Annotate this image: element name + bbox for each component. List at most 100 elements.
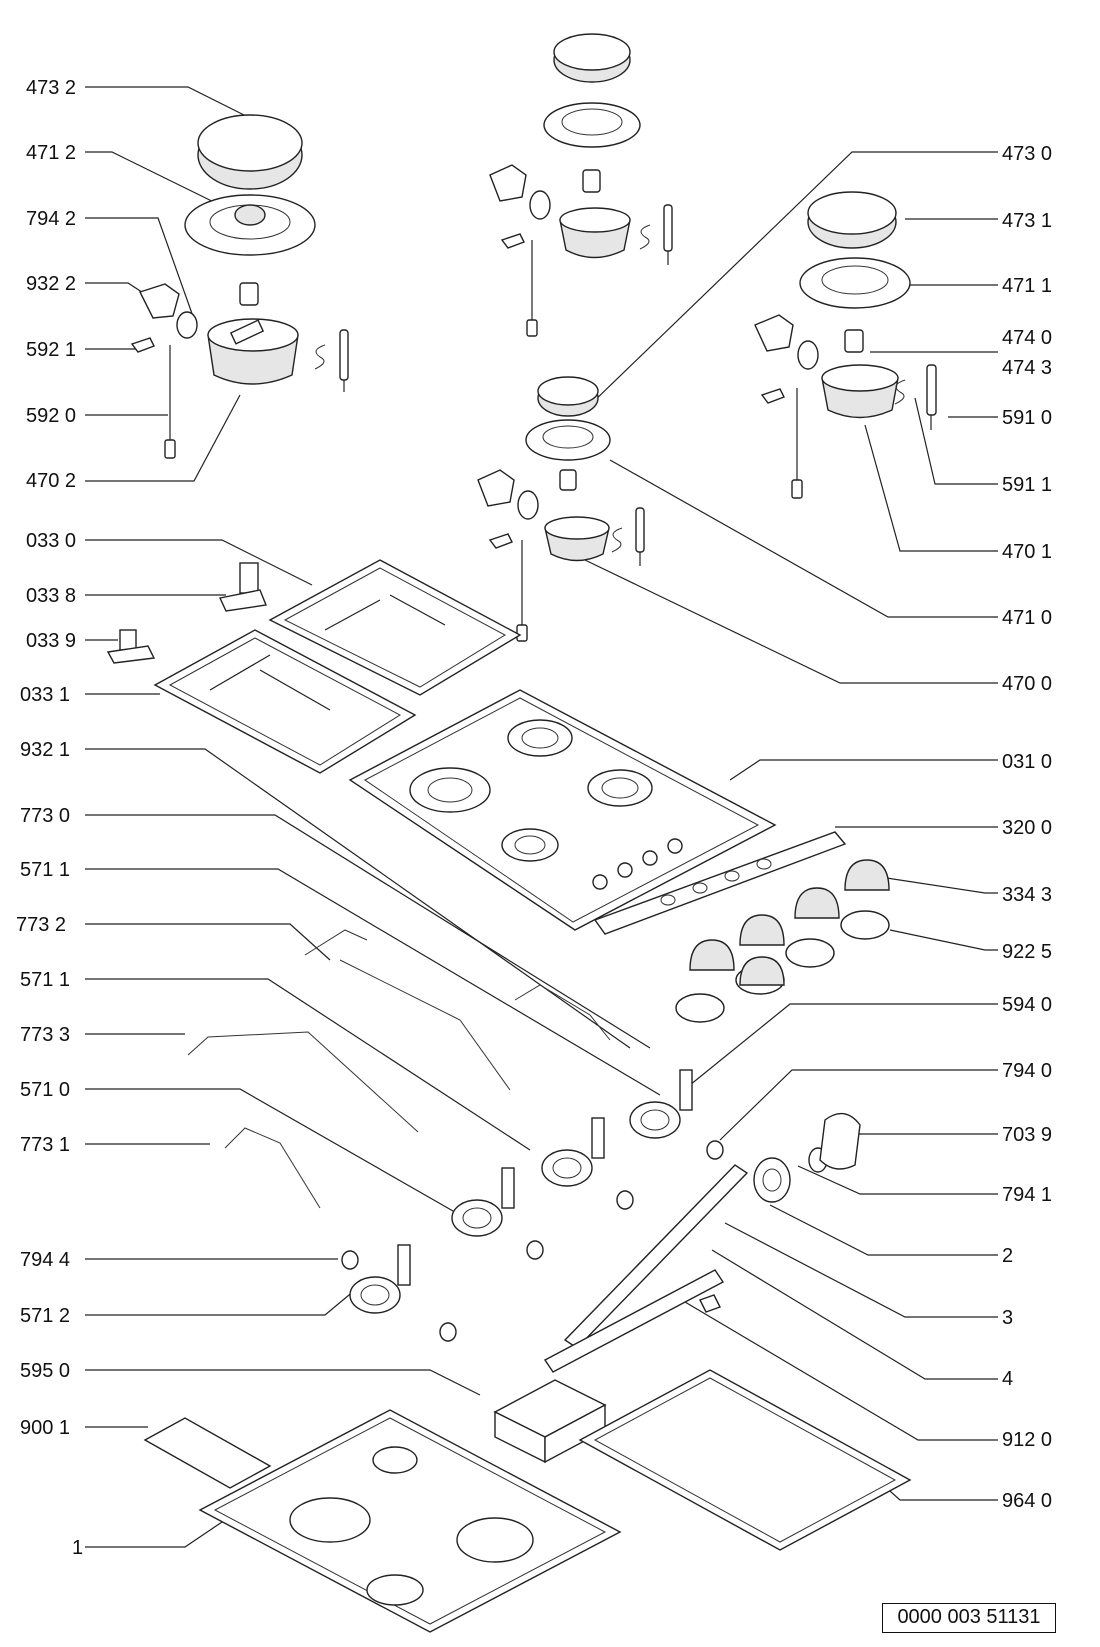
leader-922-5: [889, 929, 998, 951]
ignition-module: [493, 1379, 607, 1464]
seal-ring-left: [176, 311, 198, 339]
leader-571-0: [85, 1088, 461, 1216]
label-471-0: 471 0: [1002, 607, 1052, 629]
label-964-0: 964 0: [1002, 1490, 1052, 1512]
leader-471-2: [85, 151, 231, 211]
leader-3: [724, 1222, 998, 1318]
label-594-0: 594 0: [1002, 994, 1052, 1016]
label-470-1: 470 1: [1002, 541, 1052, 563]
label-592-1: 592 1: [26, 339, 76, 361]
label-473-1: 473 1: [1002, 210, 1052, 232]
label-1: 1: [72, 1537, 83, 1559]
injector-left: [239, 282, 259, 306]
label-031-0: 031 0: [1002, 751, 1052, 773]
label-473-2: 473 2: [26, 77, 76, 99]
leader-773-2: [85, 923, 331, 961]
control-panel: [593, 831, 890, 1023]
leader-473-0: [589, 151, 998, 406]
label-320-0: 320 0: [1002, 817, 1052, 839]
label-033-0: 033 0: [26, 530, 76, 552]
document-number: 0000 003 51131: [882, 1603, 1056, 1633]
burner-cap-large-top: [197, 114, 303, 172]
elbow-fitting: [819, 1112, 861, 1170]
label-334-3: 334 3: [1002, 884, 1052, 906]
label-571-1-b: 571 1: [20, 969, 70, 991]
leader-594-0: [689, 1003, 998, 1086]
leader-912-0: [684, 1301, 998, 1441]
electrode-left: [339, 329, 349, 381]
pan-supports: [106, 559, 522, 774]
leader-794-2: [85, 217, 196, 323]
leader-773-0: [85, 814, 651, 1049]
label-773-1: 773 1: [20, 1134, 70, 1156]
control-strip: [593, 831, 847, 935]
burner-center: [477, 376, 645, 642]
leader-470-0: [584, 559, 998, 684]
hob-top: [348, 689, 777, 931]
label-471-2: 471 2: [26, 142, 76, 164]
gas-rail: [543, 1112, 861, 1373]
label-794-2: 794 2: [26, 208, 76, 230]
label-595-0: 595 0: [20, 1360, 70, 1382]
label-471-1: 471 1: [1002, 275, 1052, 297]
label-470-2: 470 2: [26, 470, 76, 492]
leader-1: [85, 1519, 226, 1548]
left-labels: 473 2 471 2 794 2 932 2 592 1 592 0 470 …: [16, 77, 83, 1559]
label-033-8: 033 8: [26, 585, 76, 607]
burner-right: [754, 191, 937, 499]
label-703-9: 703 9: [1002, 1124, 1052, 1146]
label-773-0: 773 0: [20, 805, 70, 827]
base: [143, 1369, 912, 1633]
label-474-3: 474 3: [1002, 357, 1052, 379]
label-922-5: 922 5: [1002, 941, 1052, 963]
leader-571-1-b: [85, 978, 531, 1151]
gas-tap-1: [349, 1276, 401, 1314]
label-2: 2: [1002, 1245, 1013, 1267]
support-bracket: [543, 1269, 725, 1373]
leader-2: [769, 1204, 998, 1256]
label-591-1: 591 1: [1002, 474, 1052, 496]
label-571-2: 571 2: [20, 1305, 70, 1327]
leader-571-2: [85, 1289, 356, 1316]
label-033-9: 033 9: [26, 630, 76, 652]
leader-932-2: [85, 282, 149, 297]
label-473-0: 473 0: [1002, 143, 1052, 165]
leader-591-1: [914, 397, 998, 485]
nut-fitting: [753, 1157, 791, 1203]
label-900-1: 900 1: [20, 1417, 70, 1439]
clip-left: [139, 283, 180, 319]
right-labels: 473 0 473 1 471 1 474 0 474 3 591 0 591 …: [1002, 143, 1052, 1512]
leader-033-0: [85, 539, 313, 586]
gas-rail-pipe: [563, 1164, 749, 1349]
label-932-1: 932 1: [20, 739, 70, 761]
label-3: 3: [1002, 1307, 1013, 1329]
burner-left: [130, 114, 349, 459]
hob-plate: [348, 689, 777, 931]
label-4: 4: [1002, 1368, 1013, 1390]
pan-support-front: [153, 629, 417, 774]
leader-470-2: [85, 394, 241, 482]
label-773-3: 773 3: [20, 1024, 70, 1046]
foot-bracket: [143, 1417, 272, 1489]
label-794-0: 794 0: [1002, 1060, 1052, 1082]
thermocouple-clip-left: [130, 337, 155, 353]
label-474-0: 474 0: [1002, 327, 1052, 349]
right-leader-lines: [584, 151, 998, 1501]
leader-595-0: [85, 1369, 481, 1396]
leader-471-0: [609, 459, 998, 618]
leader-470-1: [864, 424, 998, 552]
knob-1: [689, 939, 735, 971]
label-932-2: 932 2: [26, 273, 76, 295]
label-033-1: 033 1: [20, 684, 70, 706]
label-470-0: 470 0: [1002, 673, 1052, 695]
base-tray: [198, 1409, 622, 1633]
label-794-1: 794 1: [1002, 1184, 1052, 1206]
leader-031-0: [729, 759, 998, 781]
knob-ring-1: [675, 993, 725, 1023]
leader-473-2: [85, 86, 251, 119]
leader-932-1: [85, 748, 631, 1049]
left-leader-lines: [85, 86, 661, 1548]
label-571-1-a: 571 1: [20, 859, 70, 881]
